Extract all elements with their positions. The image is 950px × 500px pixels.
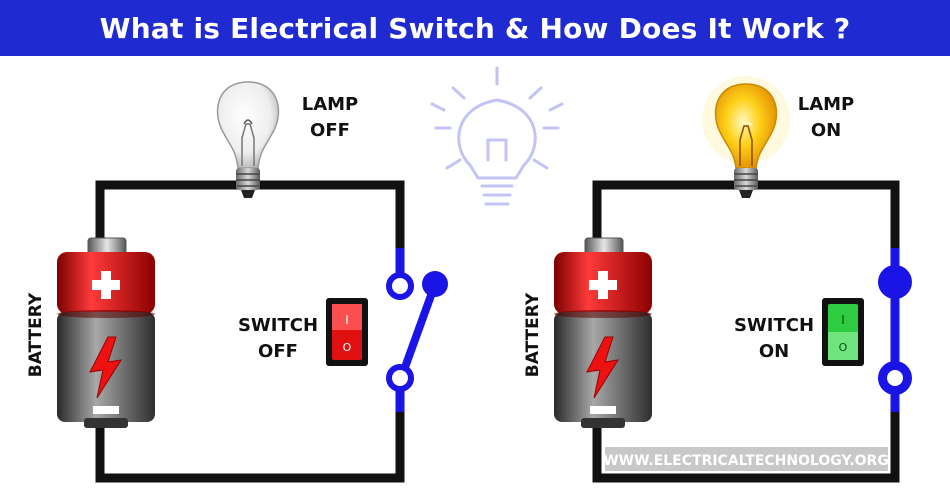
circuit-off: LAMP OFF BATTERY SWITCH OFF I <box>26 81 448 483</box>
switch-label-line1: SWITCH <box>238 315 318 336</box>
rocker-switch-icon: I O <box>326 298 368 366</box>
rocker-mark-on: I <box>841 313 845 327</box>
switch-terminal-top <box>878 265 912 299</box>
battery-label: BATTERY <box>26 292 46 377</box>
wire-bottom <box>95 410 405 483</box>
switch-terminal-bottom <box>386 364 414 392</box>
idea-bulb-icon <box>430 66 564 206</box>
circuit-on: LAMP ON BATTERY SWITCH ON I <box>523 76 912 483</box>
plus-icon <box>589 271 617 299</box>
watermark-backdrop <box>605 447 888 471</box>
lamp-label-line2: OFF <box>310 120 350 141</box>
switch-label-line1: SWITCH <box>734 315 814 336</box>
minus-icon <box>590 406 616 414</box>
rocker-switch-icon: I O <box>822 298 864 366</box>
bulb-on-icon <box>702 76 790 198</box>
plus-icon <box>92 271 120 299</box>
page-title: What is Electrical Switch & How Does It … <box>0 0 950 56</box>
battery-icon <box>57 237 155 428</box>
lamp-label-line1: LAMP <box>302 94 359 115</box>
switch-label-line2: ON <box>759 341 789 362</box>
lamp-label-line1: LAMP <box>798 94 855 115</box>
battery-icon <box>554 237 652 428</box>
switch-lever-open <box>400 288 437 372</box>
switch-terminal-hole <box>887 370 903 386</box>
watermark: WWW.ELECTRICALTECHNOLOGY.ORG <box>603 453 889 469</box>
switch-label-line2: OFF <box>258 341 298 362</box>
switch-lever-knob <box>422 271 448 297</box>
lightning-icon <box>89 336 123 399</box>
lamp-label-line2: ON <box>811 120 841 141</box>
switch-terminal-top <box>386 272 414 300</box>
rocker-mark-off: O <box>839 341 848 354</box>
lightning-icon <box>586 336 620 399</box>
battery-label: BATTERY <box>523 292 543 377</box>
bulb-off-icon <box>216 81 280 198</box>
minus-icon <box>93 406 119 414</box>
rocker-mark-off: O <box>343 341 352 354</box>
wire-bottom <box>592 410 900 483</box>
rocker-mark-on: I <box>345 313 349 327</box>
